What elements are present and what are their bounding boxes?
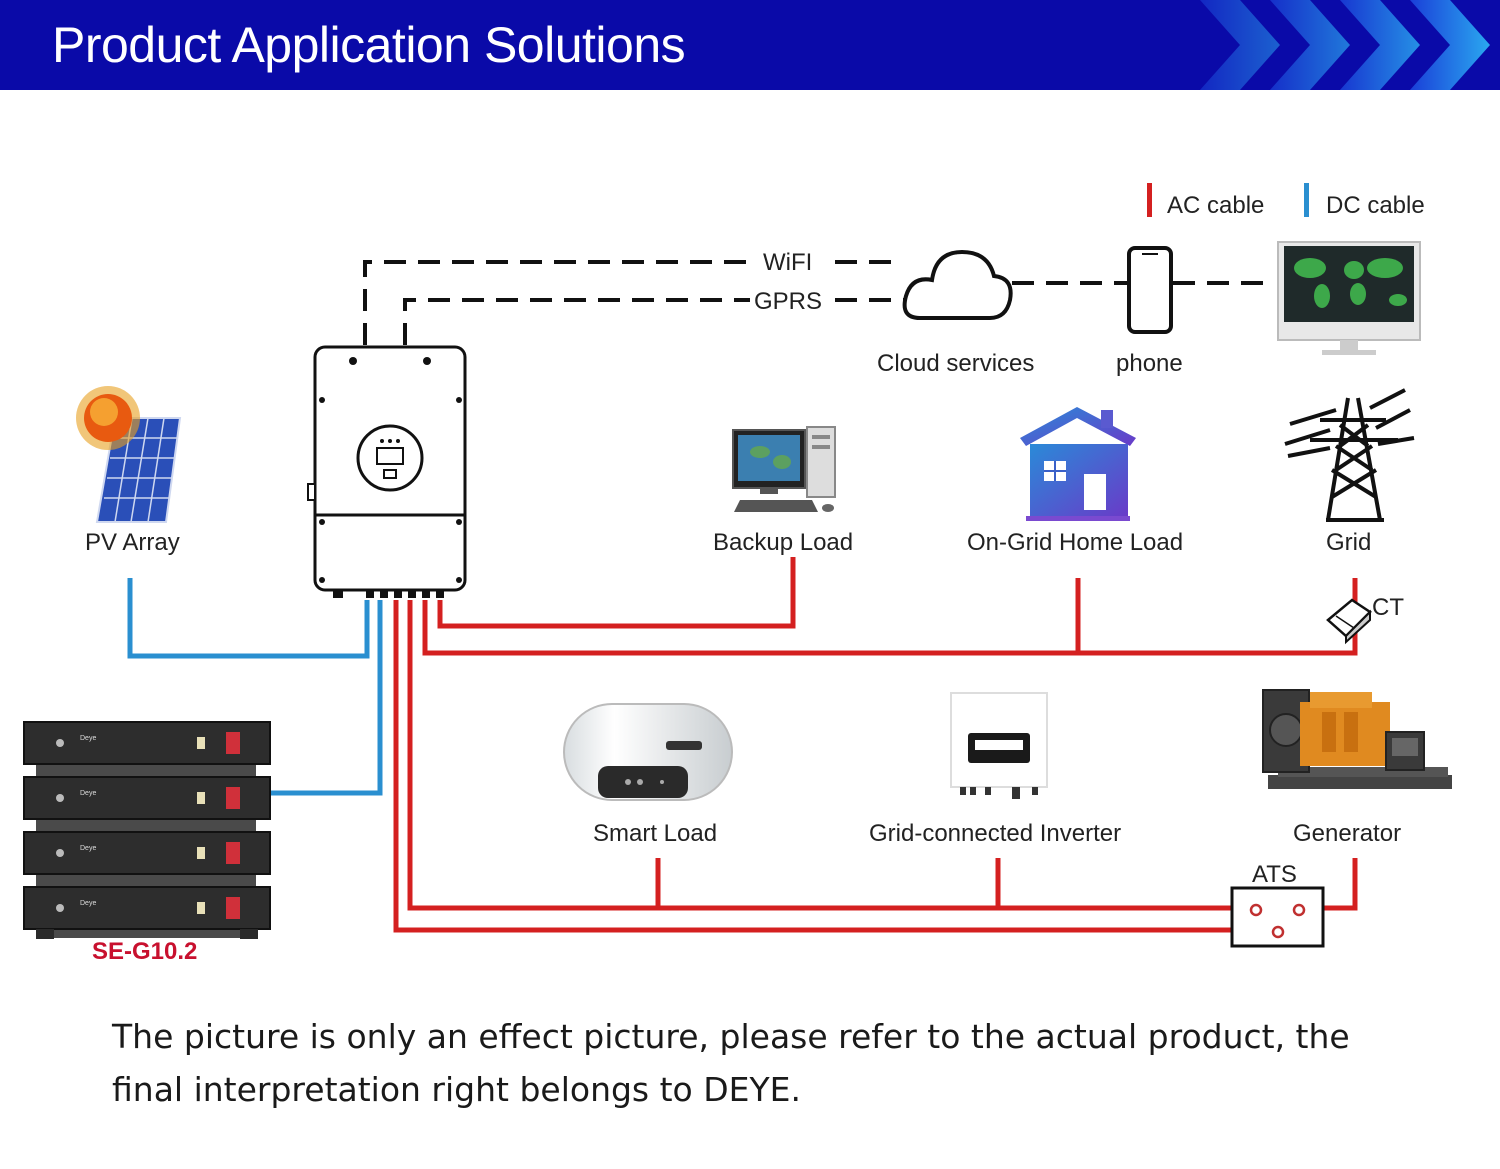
battery-brand-text: Deye (80, 845, 96, 852)
phone-label: phone (1116, 350, 1183, 377)
pv-array-label: PV Array (85, 529, 180, 556)
page-title: Product Application Solutions (52, 17, 686, 73)
battery-brand-text: Deye (80, 790, 96, 797)
ac-cable-legend-label: AC cable (1167, 192, 1265, 219)
ats-label: ATS (1252, 861, 1297, 888)
cloud-icon (902, 249, 1013, 320)
transmission-tower-icon (1284, 388, 1415, 522)
disclaimer-note: The picture is only an effect picture, p… (112, 1017, 1350, 1109)
phone-icon (1127, 246, 1173, 334)
ct-label: CT (1372, 594, 1404, 621)
battery-stack-icon (23, 721, 271, 939)
ct-sensor-icon (1326, 598, 1372, 645)
gprs-label: GPRS (754, 288, 823, 315)
house-icon (1020, 407, 1136, 521)
smart-load-label: Smart Load (593, 820, 718, 847)
cloud-services-label: Cloud services (877, 350, 1035, 377)
on-grid-home-load-label: On-Grid Home Load (967, 529, 1184, 556)
hybrid-inverter-icon (307, 345, 467, 598)
sun-icon (76, 386, 140, 450)
water-heater-icon (563, 703, 733, 801)
ac-cables (393, 557, 1358, 933)
grid-inverter-icon (950, 692, 1048, 799)
grid-connected-inverter-label: Grid-connected Inverter (869, 820, 1122, 847)
battery-brand-text: Deye (80, 735, 96, 742)
chevron-decoration-icon (1200, 0, 1490, 90)
dc-cable-legend-label: DC cable (1326, 192, 1425, 219)
dc-cable-legend-swatch (1304, 183, 1309, 217)
generator-icon (1262, 689, 1452, 789)
comm-lines (363, 260, 1275, 345)
battery-brand-text: Deye (80, 900, 96, 907)
monitor-icon (1277, 241, 1421, 355)
generator-label: Generator (1293, 820, 1402, 847)
computer-icon (732, 426, 836, 512)
grid-label: Grid (1326, 529, 1372, 556)
wifi-label: WiFI (763, 249, 813, 276)
ats-switch-icon (1230, 886, 1325, 948)
battery-model-label: SE-G10.2 (92, 938, 198, 965)
ac-cable-legend-swatch (1147, 183, 1152, 217)
dc-cables (127, 578, 383, 796)
backup-load-label: Backup Load (713, 529, 854, 556)
header-banner: Product Application Solutions (0, 0, 1500, 90)
